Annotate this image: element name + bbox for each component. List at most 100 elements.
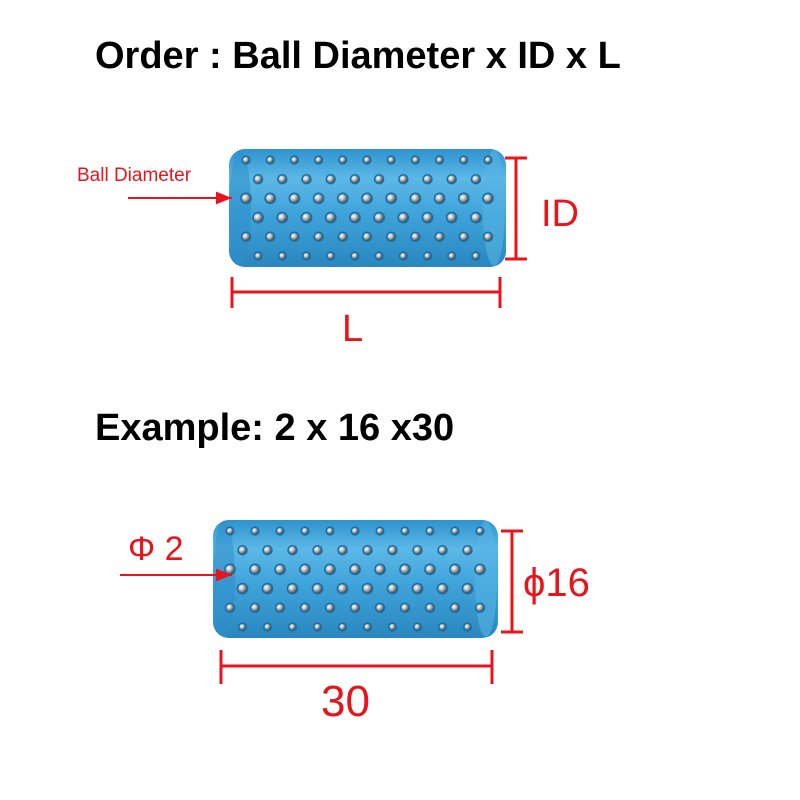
steel-ball bbox=[326, 604, 334, 612]
bottom-id-label: ϕ16 bbox=[523, 561, 590, 605]
steel-ball bbox=[277, 528, 283, 534]
steel-ball bbox=[375, 175, 383, 183]
steel-ball bbox=[377, 528, 383, 534]
top-length-dimension bbox=[230, 277, 502, 308]
bottom-ball-diameter-label: Φ 2 bbox=[128, 530, 183, 568]
steel-ball bbox=[225, 565, 235, 574]
steel-ball bbox=[386, 194, 396, 203]
steel-ball bbox=[425, 565, 435, 574]
steel-ball bbox=[399, 175, 407, 183]
steel-ball bbox=[364, 624, 371, 630]
steel-ball bbox=[435, 194, 444, 203]
bottom-length-dimension bbox=[219, 650, 494, 684]
steel-ball bbox=[460, 157, 467, 163]
steel-ball bbox=[350, 565, 360, 574]
steel-ball bbox=[351, 175, 359, 183]
steel-ball bbox=[241, 194, 251, 203]
steel-ball bbox=[448, 253, 455, 259]
steel-ball bbox=[315, 157, 322, 163]
steel-ball bbox=[314, 194, 323, 203]
steel-ball bbox=[472, 253, 479, 259]
steel-ball bbox=[263, 546, 272, 554]
steel-ball bbox=[426, 604, 434, 612]
steel-ball bbox=[351, 604, 359, 612]
steel-ball bbox=[243, 157, 249, 163]
steel-ball bbox=[351, 253, 358, 259]
steel-ball bbox=[339, 233, 347, 241]
steel-ball bbox=[350, 213, 360, 222]
steel-ball bbox=[252, 528, 258, 534]
steel-ball bbox=[313, 546, 322, 554]
steel-ball bbox=[338, 584, 347, 593]
steel-ball bbox=[226, 604, 234, 612]
steel-ball bbox=[413, 584, 422, 593]
steel-ball bbox=[291, 157, 298, 163]
steel-ball bbox=[238, 546, 247, 554]
steel-ball bbox=[302, 213, 311, 222]
steel-ball bbox=[471, 213, 481, 222]
steel-ball bbox=[253, 213, 263, 222]
steel-ball bbox=[263, 584, 272, 593]
steel-ball bbox=[414, 624, 421, 630]
top-id-dimension bbox=[505, 156, 527, 261]
steel-ball bbox=[302, 175, 311, 183]
steel-ball bbox=[450, 565, 460, 574]
steel-ball bbox=[364, 157, 370, 163]
steel-ball bbox=[314, 233, 323, 241]
steel-ball bbox=[290, 233, 299, 241]
steel-ball bbox=[402, 528, 408, 534]
steel-ball bbox=[438, 546, 447, 554]
steel-ball bbox=[288, 584, 297, 593]
bottom-ball-cage bbox=[213, 520, 498, 638]
steel-ball bbox=[339, 157, 346, 163]
steel-ball bbox=[325, 565, 335, 574]
steel-ball bbox=[436, 157, 443, 163]
steel-ball bbox=[278, 175, 286, 183]
steel-ball bbox=[435, 233, 444, 241]
steel-ball bbox=[290, 194, 299, 203]
steel-ball bbox=[376, 253, 383, 259]
steel-ball bbox=[242, 233, 250, 241]
steel-ball bbox=[278, 213, 287, 222]
top-cage-balls bbox=[240, 155, 494, 261]
steel-ball bbox=[464, 624, 471, 630]
steel-ball bbox=[288, 546, 297, 554]
steel-ball bbox=[352, 528, 358, 534]
steel-ball bbox=[401, 604, 409, 612]
steel-ball bbox=[485, 157, 491, 163]
steel-ball bbox=[376, 604, 384, 612]
steel-ball bbox=[388, 157, 395, 163]
steel-ball bbox=[255, 253, 262, 259]
steel-ball bbox=[303, 253, 310, 259]
example-title: Example: 2 x 16 x30 bbox=[95, 407, 455, 449]
order-format-title: Order : Ball Diameter x ID x L bbox=[95, 35, 621, 77]
steel-ball bbox=[265, 194, 275, 203]
steel-ball bbox=[250, 565, 260, 574]
steel-ball bbox=[338, 546, 347, 554]
steel-ball bbox=[424, 253, 431, 259]
steel-ball bbox=[413, 546, 422, 554]
steel-ball bbox=[276, 604, 284, 612]
steel-ball bbox=[289, 624, 296, 630]
steel-ball bbox=[264, 624, 271, 630]
steel-ball bbox=[387, 233, 395, 241]
steel-ball bbox=[374, 213, 384, 222]
steel-ball bbox=[423, 213, 432, 222]
bottom-cage-balls bbox=[224, 526, 486, 632]
steel-ball bbox=[459, 194, 469, 203]
steel-ball bbox=[447, 213, 456, 222]
steel-ball bbox=[300, 565, 310, 574]
steel-ball bbox=[399, 213, 408, 222]
steel-ball bbox=[484, 233, 492, 241]
steel-ball bbox=[477, 528, 483, 534]
steel-ball bbox=[472, 175, 480, 183]
steel-ball bbox=[326, 213, 335, 222]
steel-ball bbox=[483, 194, 493, 203]
steel-ball bbox=[338, 194, 348, 203]
bottom-length-label: 30 bbox=[321, 677, 370, 726]
steel-ball bbox=[254, 175, 262, 183]
steel-ball bbox=[339, 624, 346, 630]
steel-ball bbox=[452, 528, 458, 534]
steel-ball bbox=[301, 604, 309, 612]
steel-ball bbox=[451, 604, 459, 612]
